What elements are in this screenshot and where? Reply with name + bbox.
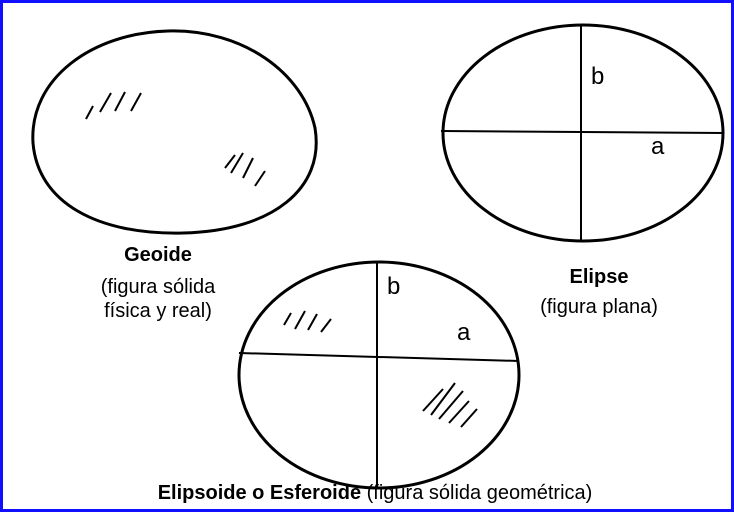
elipsoide-caption-rest: (figura sólida geométrica)	[367, 482, 593, 504]
geoide-hatch-lower	[225, 153, 265, 186]
elipsoide-major-axis	[239, 353, 519, 361]
geoide-subtitle-line2: física y real)	[104, 299, 212, 323]
elipsoide-label-b: b	[387, 275, 400, 299]
geoide-shape	[33, 31, 316, 233]
elipsoide-label-a: a	[457, 321, 470, 345]
elipsoide-caption-bold: Elipsoide o Esferoide	[158, 482, 361, 504]
geoide-subtitle-line1: (figura sólida	[101, 275, 216, 299]
elipse-major-axis	[441, 131, 724, 133]
elipsoide-caption: Elipsoide o Esferoide (figura sólida geo…	[158, 481, 593, 505]
geoide-title: Geoide	[124, 243, 192, 267]
elipse-subtitle: (figura plana)	[540, 295, 658, 319]
elipse-title: Elipse	[570, 265, 629, 289]
elipsoide-hatch-upper	[284, 311, 331, 332]
elipse-label-a: a	[651, 135, 664, 159]
diagram-canvas	[3, 3, 731, 509]
elipse-label-b: b	[591, 65, 604, 89]
elipsoide-hatch-lower	[423, 383, 477, 427]
elipsoide-shape	[239, 262, 519, 488]
geoide-hatch-upper	[86, 92, 141, 119]
